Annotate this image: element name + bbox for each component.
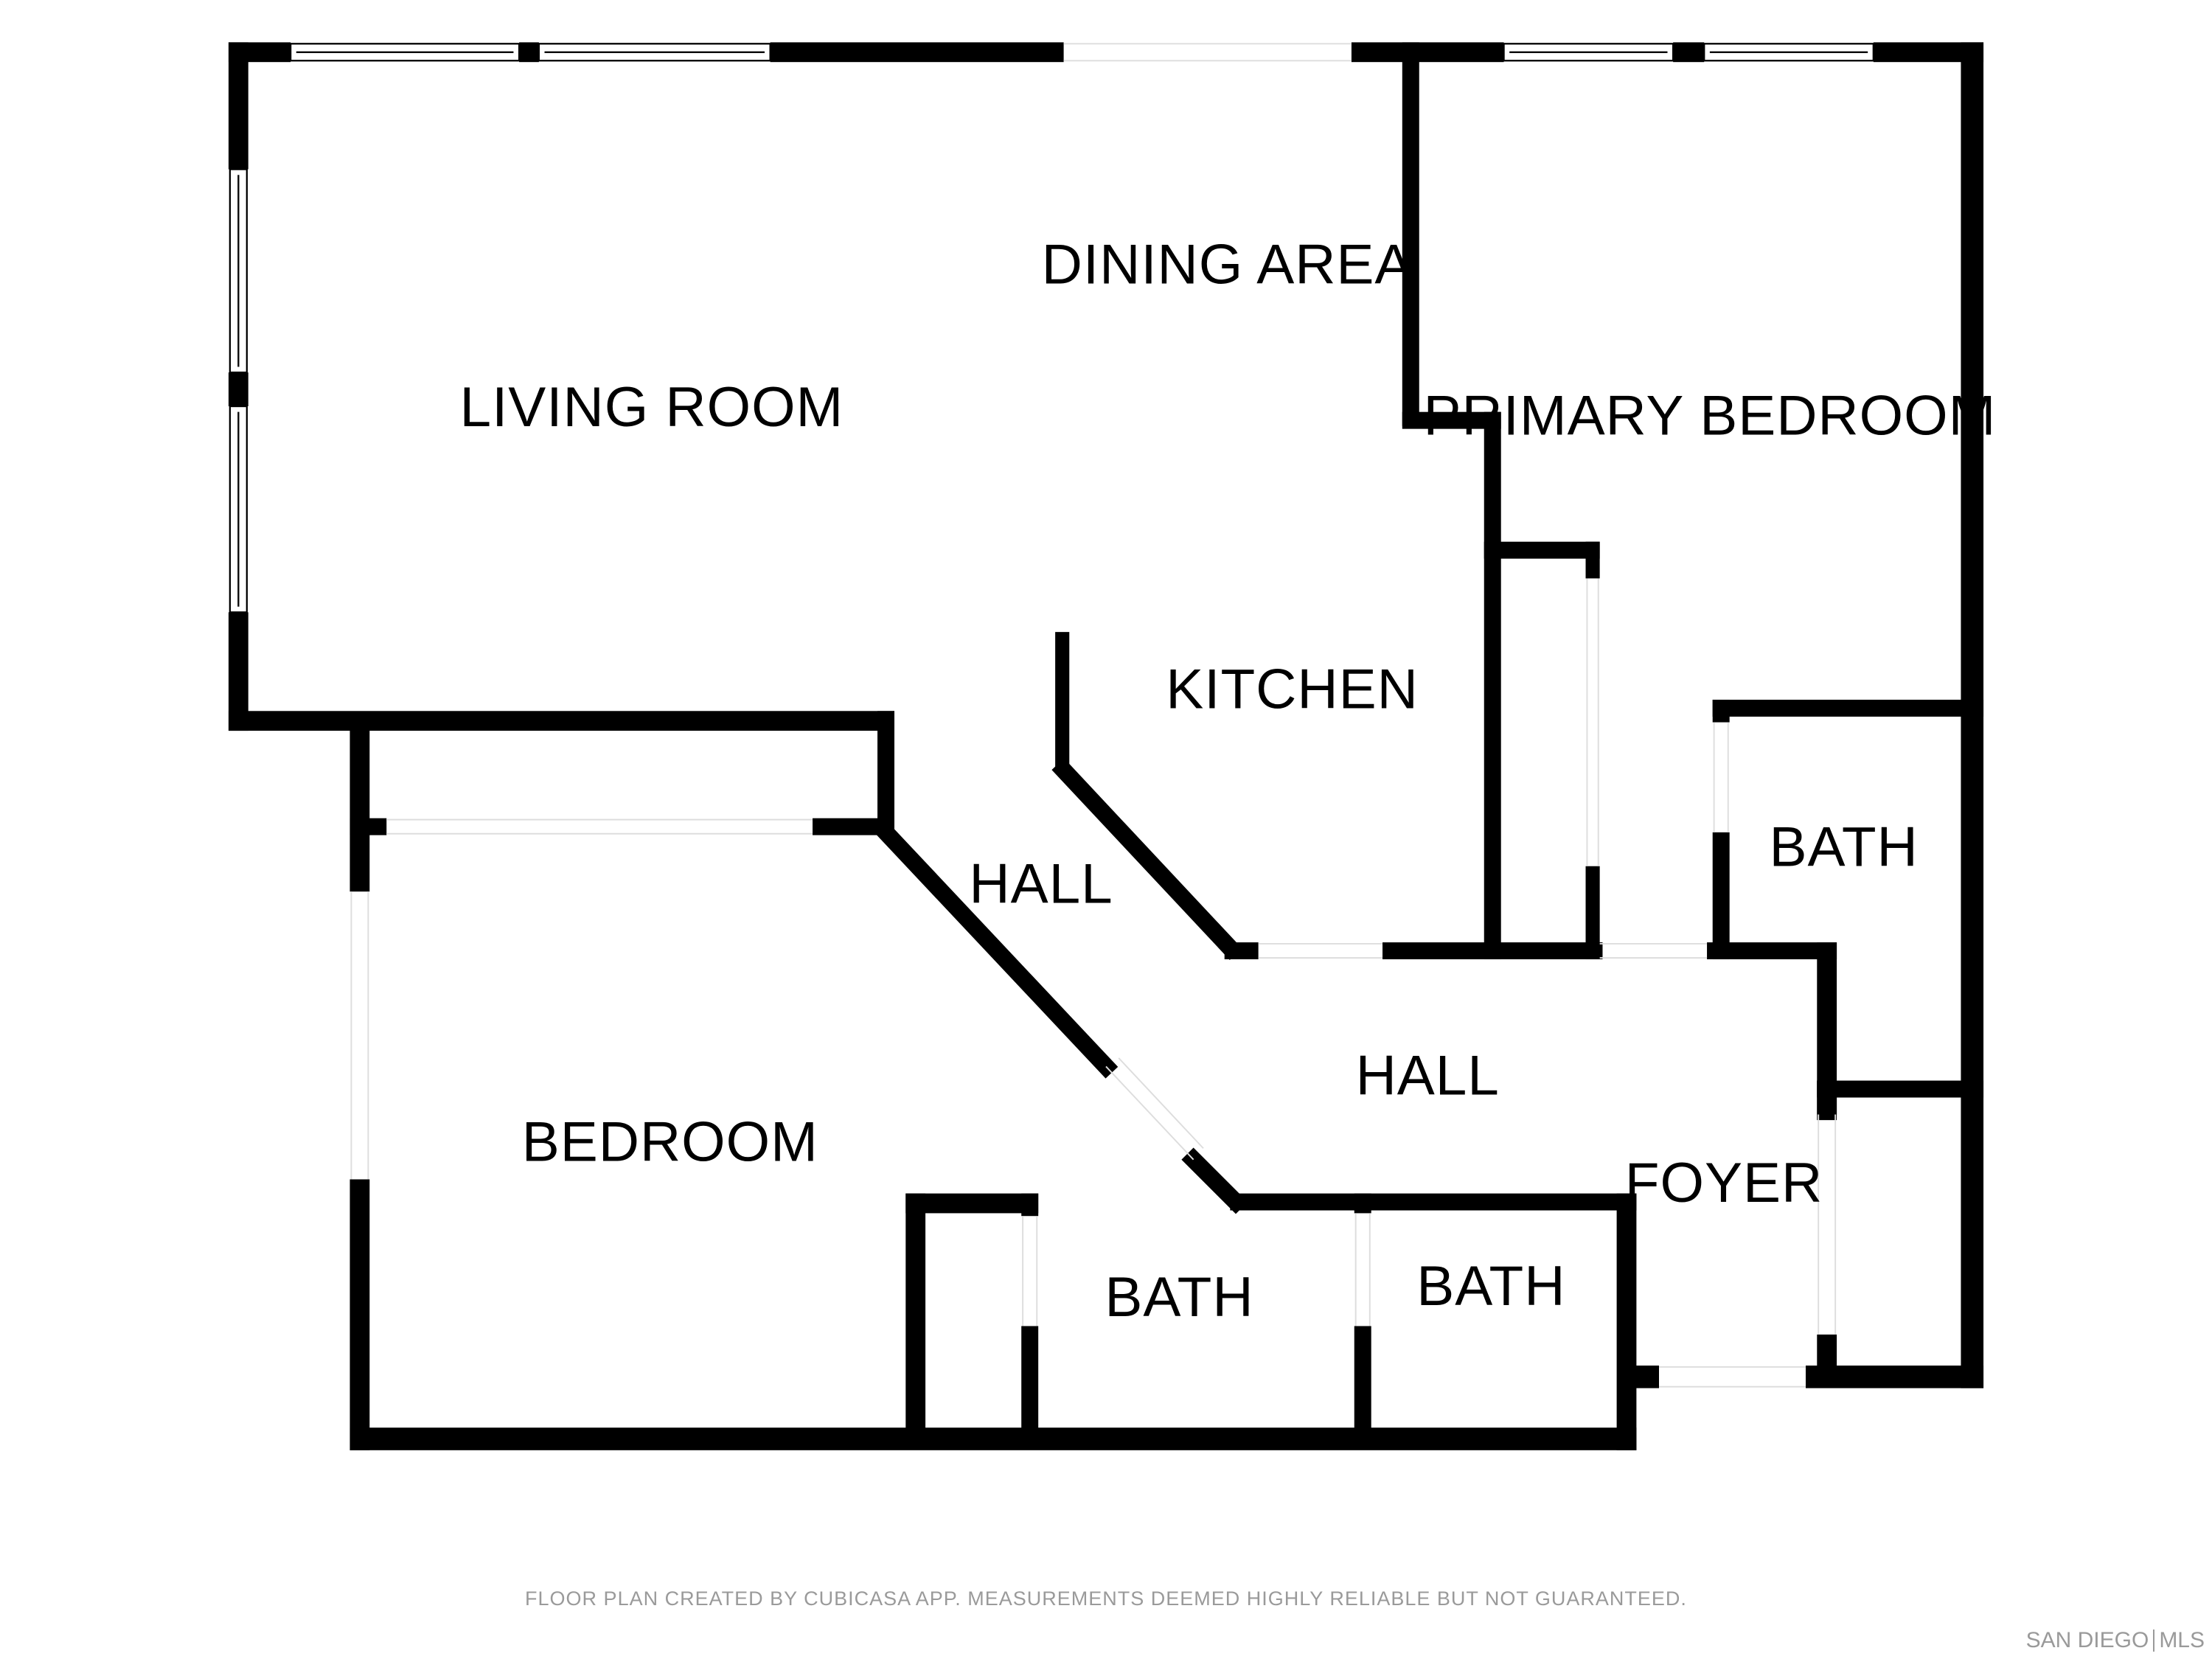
- logo-mls: MLS: [2159, 1628, 2205, 1652]
- wall-closet-small-door-jamb: [1021, 1193, 1039, 1217]
- wall-top-window-mullion: [519, 42, 539, 63]
- logo-san-diego: SAN DIEGO: [2025, 1628, 2149, 1652]
- label-bedroom: BEDROOM: [522, 1111, 818, 1174]
- label-bath-right: BATH: [1416, 1255, 1565, 1318]
- label-hall-upper: HALL: [969, 852, 1113, 915]
- wall-left-mullion: [228, 372, 248, 407]
- wall-closet-primary-door-upper: [1585, 541, 1600, 579]
- wall-hall-lower: [1230, 1193, 1637, 1211]
- wall-primary-bath-top: [1712, 699, 1984, 717]
- mls-logo: SAN DIEGO MLS: [2026, 1628, 2205, 1653]
- wall-foyer-door-jamb: [1630, 1366, 1659, 1388]
- wall-living-bottom: [228, 711, 895, 731]
- opening-bedroom-diagonal-2: [1118, 1057, 1204, 1150]
- label-living-room: LIVING ROOM: [460, 376, 844, 439]
- footer-disclaimer: FLOOR PLAN CREATED BY CUBICASA APP. MEAS…: [525, 1587, 1687, 1610]
- wall-hall-diagonal-upper: [871, 817, 1119, 1079]
- wall-dining-divider-jog: [1402, 411, 1501, 429]
- opening-bedroom-diagonal: [1105, 1065, 1194, 1161]
- wall-hall-diagonal-lower: [1181, 1147, 1248, 1214]
- label-bath-primary: BATH: [1770, 816, 1919, 879]
- wall-top-mid: [770, 42, 1064, 63]
- wall-closet-right: [877, 711, 895, 832]
- wall-closet-primary-top: [1484, 541, 1600, 559]
- wall-closet-primary-door-lower: [1585, 866, 1600, 960]
- label-primary-bedroom: PRIMARY BEDROOM: [1423, 384, 1996, 447]
- wall-dining-divider-upper: [1402, 42, 1419, 426]
- wall-bath-divider-lower: [1354, 1326, 1371, 1439]
- openings: [350, 43, 1837, 1388]
- wall-primary-bath-left-upper: [1712, 699, 1730, 723]
- wall-top-window-mullion-right: [1673, 42, 1705, 63]
- wall-left-upper: [228, 42, 248, 170]
- wall-bottom: [349, 1427, 1637, 1450]
- wall-bedroom-left-upper: [349, 818, 370, 892]
- wall-kitchen-right: [1484, 411, 1501, 960]
- wall-primary-bath-left-lower: [1712, 832, 1730, 960]
- wall-closet-left: [349, 725, 370, 835]
- wall-closet-bottom-right: [813, 818, 892, 835]
- wall-closet-small-top: [905, 1193, 1039, 1214]
- wall-top-right-of-door: [1351, 42, 1504, 63]
- windows: [229, 43, 1874, 613]
- wall-kitchen-diagonal: [1051, 758, 1242, 960]
- diagonal-walls: [871, 758, 1248, 1214]
- wall-primary-bath-bottom: [1817, 1080, 1984, 1098]
- label-dining-area: DINING AREA: [1042, 234, 1413, 296]
- label-hall-lower: HALL: [1356, 1045, 1500, 1107]
- wall-bath-left-lower: [1021, 1326, 1039, 1439]
- logo-separator: [2153, 1630, 2155, 1652]
- wall-bottom-right-return: [1616, 1193, 1637, 1450]
- wall-foyer-closet-left-upper: [1817, 1080, 1837, 1115]
- wall-hall-upper-right: [1707, 942, 1837, 960]
- room-labels: LIVING ROOM DINING AREA PRIMARY BEDROOM …: [460, 234, 1996, 1329]
- wall-kitchen-stub: [1055, 632, 1070, 773]
- label-kitchen: KITCHEN: [1166, 658, 1419, 720]
- wall-closet-small-left: [905, 1193, 926, 1439]
- wall-bedroom-left-lower: [349, 1179, 370, 1450]
- walls: [228, 42, 1984, 1450]
- label-bath-center: BATH: [1105, 1266, 1253, 1329]
- wall-foyer-closet-bottom: [1805, 1366, 1984, 1388]
- label-foyer: FOYER: [1625, 1152, 1823, 1214]
